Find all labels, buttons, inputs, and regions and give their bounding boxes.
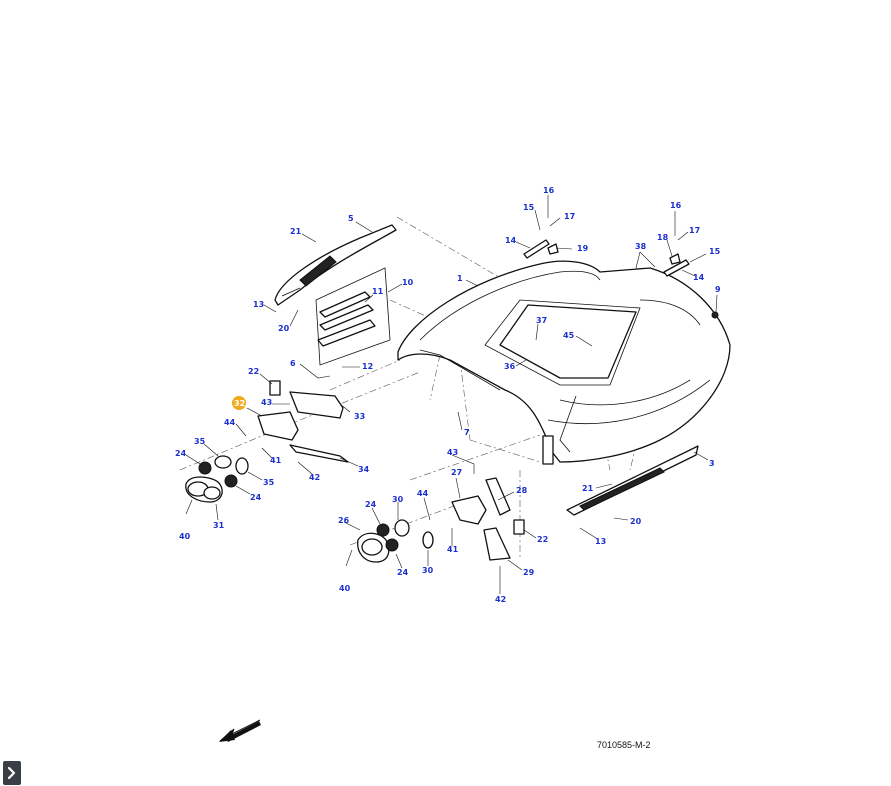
callout-label[interactable]: 24 [397,568,409,577]
callout-label[interactable]: 44 [417,489,429,498]
callout-label[interactable]: 24 [250,493,262,502]
callout-label[interactable]: 38 [635,242,647,251]
callout-label[interactable]: 16 [670,201,682,210]
callout-label[interactable]: 14 [693,273,705,282]
callout-label[interactable]: 40 [339,584,351,593]
callout-label[interactable]: 20 [278,324,290,333]
callout-label[interactable]: 37 [536,316,547,325]
callout-label[interactable]: 45 [563,331,575,340]
callout-label[interactable]: 26 [338,516,350,525]
callout-label[interactable]: 42 [495,595,506,604]
left-lamp-assembly [185,380,349,503]
callout-label[interactable]: 31 [213,521,225,530]
callout-label[interactable]: 20 [630,517,642,526]
right-lamp-assembly [357,477,525,563]
expand-panel-button[interactable] [3,761,21,785]
callouts: 16 15 17 14 19 16 18 17 38 15 14 9 21 5 … [175,186,721,604]
callout-label[interactable]: 30 [422,566,434,575]
callout-label[interactable]: 21 [290,227,302,236]
callout-label[interactable]: 13 [595,537,606,546]
callout-label[interactable]: 28 [516,486,528,495]
direction-arrow-icon [219,719,261,742]
callout-label[interactable]: 41 [447,545,459,554]
callout-label[interactable]: 44 [224,418,236,427]
callout-label[interactable]: 5 [348,214,354,223]
callout-label[interactable]: 35 [194,437,206,446]
callout-label[interactable]: 41 [270,456,282,465]
callout-label[interactable]: 42 [309,473,320,482]
callout-label[interactable]: 40 [179,532,191,541]
callout-label[interactable]: 1 [457,274,463,283]
callout-label[interactable]: 17 [689,226,700,235]
callout-label[interactable]: 30 [392,495,404,504]
chevron-right-icon [7,766,16,780]
callout-label[interactable]: 15 [709,247,721,256]
callout-label[interactable]: 10 [402,278,414,287]
plates [315,267,391,366]
callout-label-highlighted[interactable]: 32 [234,399,245,408]
callout-label[interactable]: 15 [523,203,535,212]
callout-label[interactable]: 24 [175,449,187,458]
callout-label[interactable]: 22 [537,535,548,544]
callout-label[interactable]: 24 [365,500,377,509]
front-trim [274,224,397,306]
callout-label[interactable]: 3 [709,459,715,468]
callout-label[interactable]: 13 [253,300,264,309]
hinge-parts [523,239,719,319]
callout-label[interactable]: 33 [354,412,365,421]
callout-label[interactable]: 36 [504,362,516,371]
callout-label[interactable]: 6 [290,359,296,368]
callout-label[interactable]: 35 [263,478,275,487]
callout-label[interactable]: 11 [372,287,384,296]
callout-highlight[interactable] [232,396,246,410]
callout-label[interactable]: 29 [523,568,535,577]
callout-label[interactable]: 9 [715,285,721,294]
callout-label[interactable]: 43 [447,448,458,457]
roof-panel [397,260,731,465]
callout-label[interactable]: 22 [248,367,259,376]
callout-label[interactable]: 27 [451,468,462,477]
callout-label[interactable]: 14 [505,236,517,245]
callout-label[interactable]: 43 [261,398,272,407]
leader-lines [185,195,718,594]
callout-label[interactable]: 19 [577,244,589,253]
drawing-number: 7010585-M-2 [597,740,651,750]
callout-label[interactable]: 17 [564,212,575,221]
callout-label[interactable]: 34 [358,465,370,474]
callout-label[interactable]: 12 [362,362,373,371]
rear-trim [566,445,699,516]
callout-label[interactable]: 21 [582,484,594,493]
callout-label[interactable]: 18 [657,233,669,242]
callout-label[interactable]: 7 [464,428,470,437]
callout-label[interactable]: 16 [543,186,555,195]
